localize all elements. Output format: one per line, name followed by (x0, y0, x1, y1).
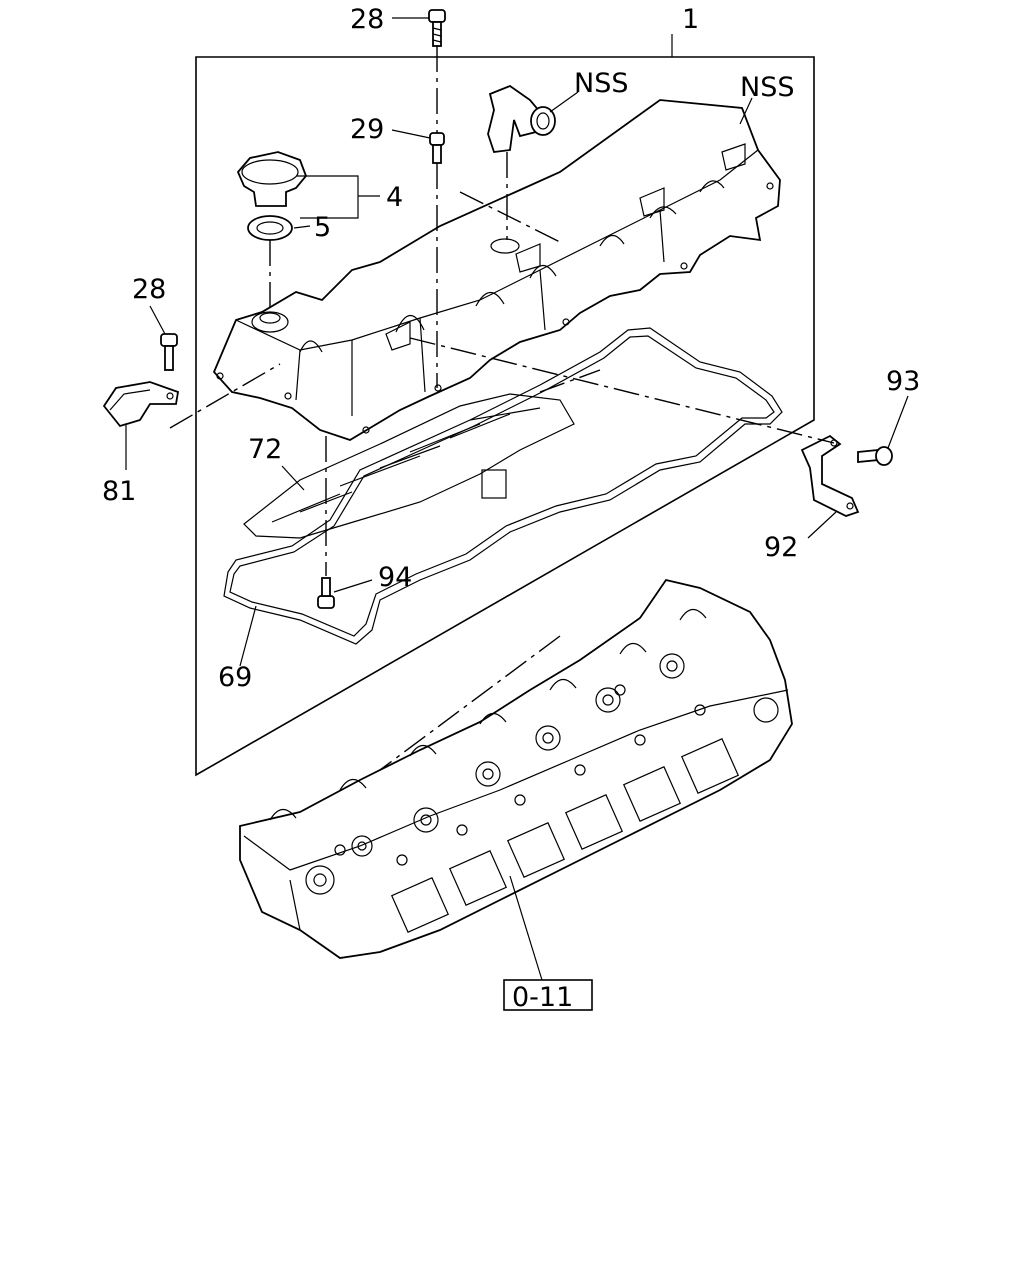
assembly-lines (169, 46, 835, 771)
cylinder-head-cover (212, 99, 781, 441)
callout-4: 4 (386, 182, 403, 213)
bracket (800, 434, 860, 517)
callout-69: 69 (218, 662, 252, 693)
callout-28-top: 28 (350, 4, 384, 35)
bolt-mid (429, 132, 445, 164)
bolt-right (857, 446, 893, 466)
callout-81: 81 (102, 476, 136, 507)
bolt-top (428, 9, 446, 47)
stud (317, 577, 335, 609)
leader-lines (125, 17, 909, 981)
callout-92: 92 (764, 532, 798, 563)
callout-5: 5 (314, 212, 331, 243)
callout-93: 93 (886, 366, 920, 397)
cap-seal (247, 215, 293, 241)
callout-nss-cover: NSS (740, 72, 794, 103)
harness-clip (102, 381, 180, 428)
cylinder-head (239, 578, 793, 959)
reference-box (503, 979, 593, 1011)
callout-28-left: 28 (132, 274, 166, 305)
pcv-elbow (487, 84, 556, 153)
callout-29: 29 (350, 114, 384, 145)
assembly-frame (195, 56, 815, 777)
callout-72: 72 (248, 434, 282, 465)
oil-filler-cap (236, 151, 308, 207)
callout-nss-elbow: NSS (574, 68, 628, 99)
callout-1: 1 (682, 4, 699, 35)
bolt-left (160, 333, 178, 371)
callout-94: 94 (378, 562, 412, 593)
reference-label: 0-11 (512, 982, 573, 1013)
inner-gasket (243, 393, 575, 539)
